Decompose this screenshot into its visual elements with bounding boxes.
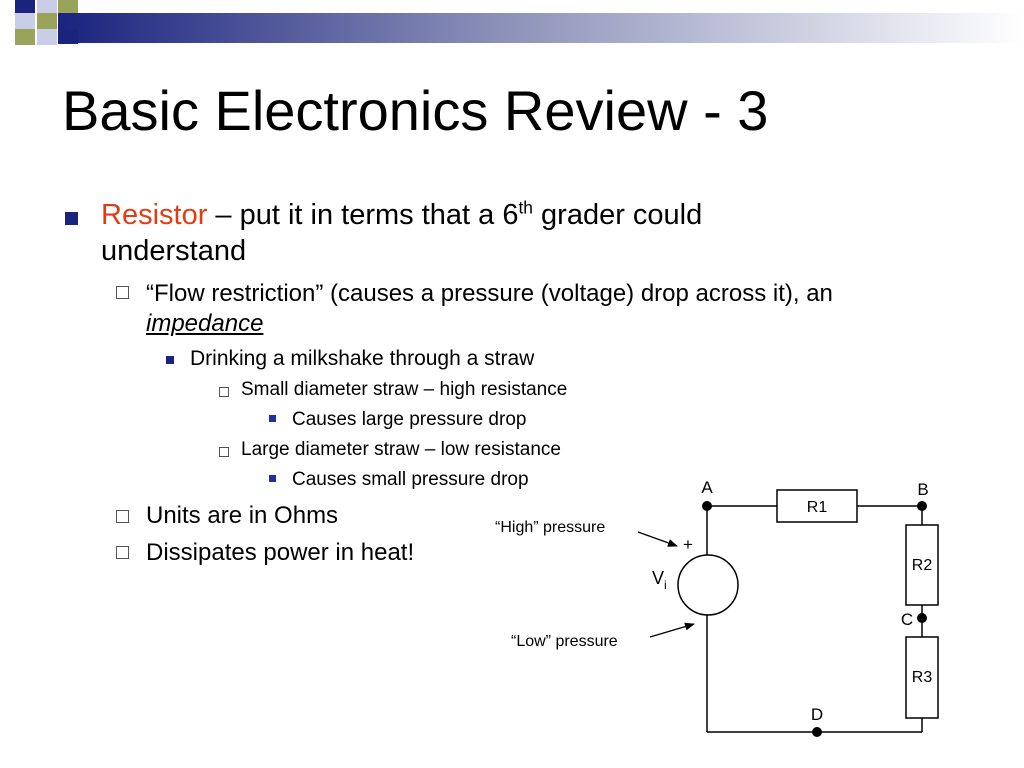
node-c-dot [917, 613, 927, 623]
node-d-dot [812, 727, 822, 737]
sub-small-drop: Causes small pressure drop [292, 469, 529, 490]
source-symbol: V [652, 568, 664, 588]
resistor-r1 [776, 489, 858, 523]
node-c-label: C [901, 610, 913, 629]
resistor-r2 [905, 524, 939, 606]
hollow-square-icon [116, 286, 129, 299]
sub-large-drop: Causes large pressure drop [292, 409, 527, 430]
bullet-square-icon [166, 356, 174, 364]
hollow-square-icon [219, 387, 229, 397]
deco-square-olive [58, 0, 78, 13]
r2-label: R2 [912, 557, 933, 574]
hollow-square-icon [116, 510, 129, 523]
impedance-term: impedance [146, 310, 264, 337]
source-label: Vi [652, 568, 667, 592]
deco-square-olive [37, 13, 57, 29]
node-d-label: D [811, 705, 823, 724]
sub-units: Units are in Ohms [146, 502, 339, 529]
resistor-r3 [905, 636, 939, 719]
sub-flow-restriction: “Flow restriction” (causes a pressure (v… [146, 280, 833, 307]
high-pressure-arrow [637, 531, 678, 547]
bullet-square-icon [269, 415, 276, 422]
r1-label: R1 [807, 499, 828, 516]
deco-square-light [37, 0, 57, 13]
slide-title: Basic Electronics Review - 3 [62, 79, 769, 142]
sub-milkshake: Drinking a milkshake through a straw [190, 347, 535, 370]
deco-square-navy [15, 0, 35, 13]
deco-square-olive [15, 29, 35, 45]
deco-square-light [37, 29, 57, 45]
plus-sign: + [683, 535, 693, 554]
node-a-label: A [701, 478, 713, 497]
sub-dissipates: Dissipates power in heat! [146, 539, 415, 566]
bullet-text: – put it in terms that a 6 [207, 199, 519, 231]
node-a-dot [702, 501, 712, 511]
deco-square-light [15, 13, 35, 29]
superscript-th: th [518, 197, 533, 218]
bullet-square-icon [65, 212, 78, 225]
high-pressure-label: “High” pressure [495, 519, 605, 536]
header-decoration [15, 0, 1024, 45]
bullet-resistor-line2: understand [101, 235, 247, 267]
hollow-square-icon [219, 447, 229, 457]
deco-square-navy [58, 29, 78, 44]
r3-label: R3 [912, 669, 933, 686]
low-pressure-label: “Low” pressure [511, 633, 618, 650]
sub-large-straw: Large diameter straw – low resistance [241, 439, 561, 460]
voltage-source [677, 554, 739, 616]
low-pressure-arrow [649, 622, 695, 638]
bullet-square-icon [269, 475, 276, 482]
bullet-text-cont: grader could [532, 199, 703, 231]
sub-small-straw: Small diameter straw – high resistance [241, 379, 568, 400]
node-b-label: B [917, 480, 928, 499]
node-b-dot [917, 501, 927, 511]
keyword-resistor: Resistor [101, 199, 208, 231]
hollow-square-icon [116, 546, 129, 559]
source-subscript: i [664, 578, 667, 592]
header-bar [58, 13, 1024, 43]
bullet-resistor: Resistor – put it in terms that a 6th gr… [101, 198, 702, 232]
